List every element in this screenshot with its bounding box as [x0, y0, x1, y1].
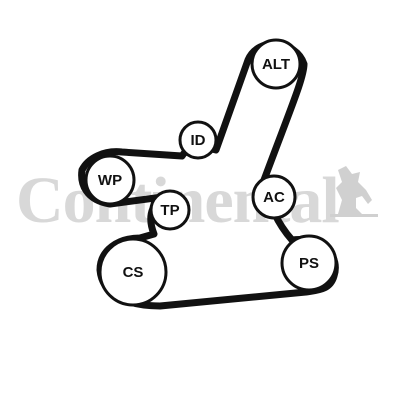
pulley-label: AC [263, 189, 285, 206]
pulley-label: ID [191, 132, 206, 149]
pulley-icon [250, 38, 302, 90]
pulley-label: ALT [262, 56, 290, 73]
continental-watermark: Continental [16, 164, 378, 237]
pulley-icon [178, 120, 218, 160]
pulley-label: TP [160, 202, 179, 219]
pulley-wp: WP [84, 154, 136, 206]
pulley-ps: PS [280, 234, 338, 292]
pulley-icon [84, 154, 136, 206]
pulley-icon [98, 237, 168, 307]
pulley-label: PS [299, 255, 319, 272]
pulley-icon [251, 174, 297, 220]
pulley-id: ID [178, 120, 218, 160]
pulley-tp: TP [149, 189, 191, 231]
pulley-alt: ALT [250, 38, 302, 90]
pulley-label: CS [123, 264, 144, 281]
pulley-cs: CS [98, 237, 168, 307]
pulley-icon [149, 189, 191, 231]
pulley-icon [280, 234, 338, 292]
pulley-ac: AC [251, 174, 297, 220]
pulley-label: WP [98, 172, 122, 189]
rearing-horse-icon [330, 166, 378, 217]
